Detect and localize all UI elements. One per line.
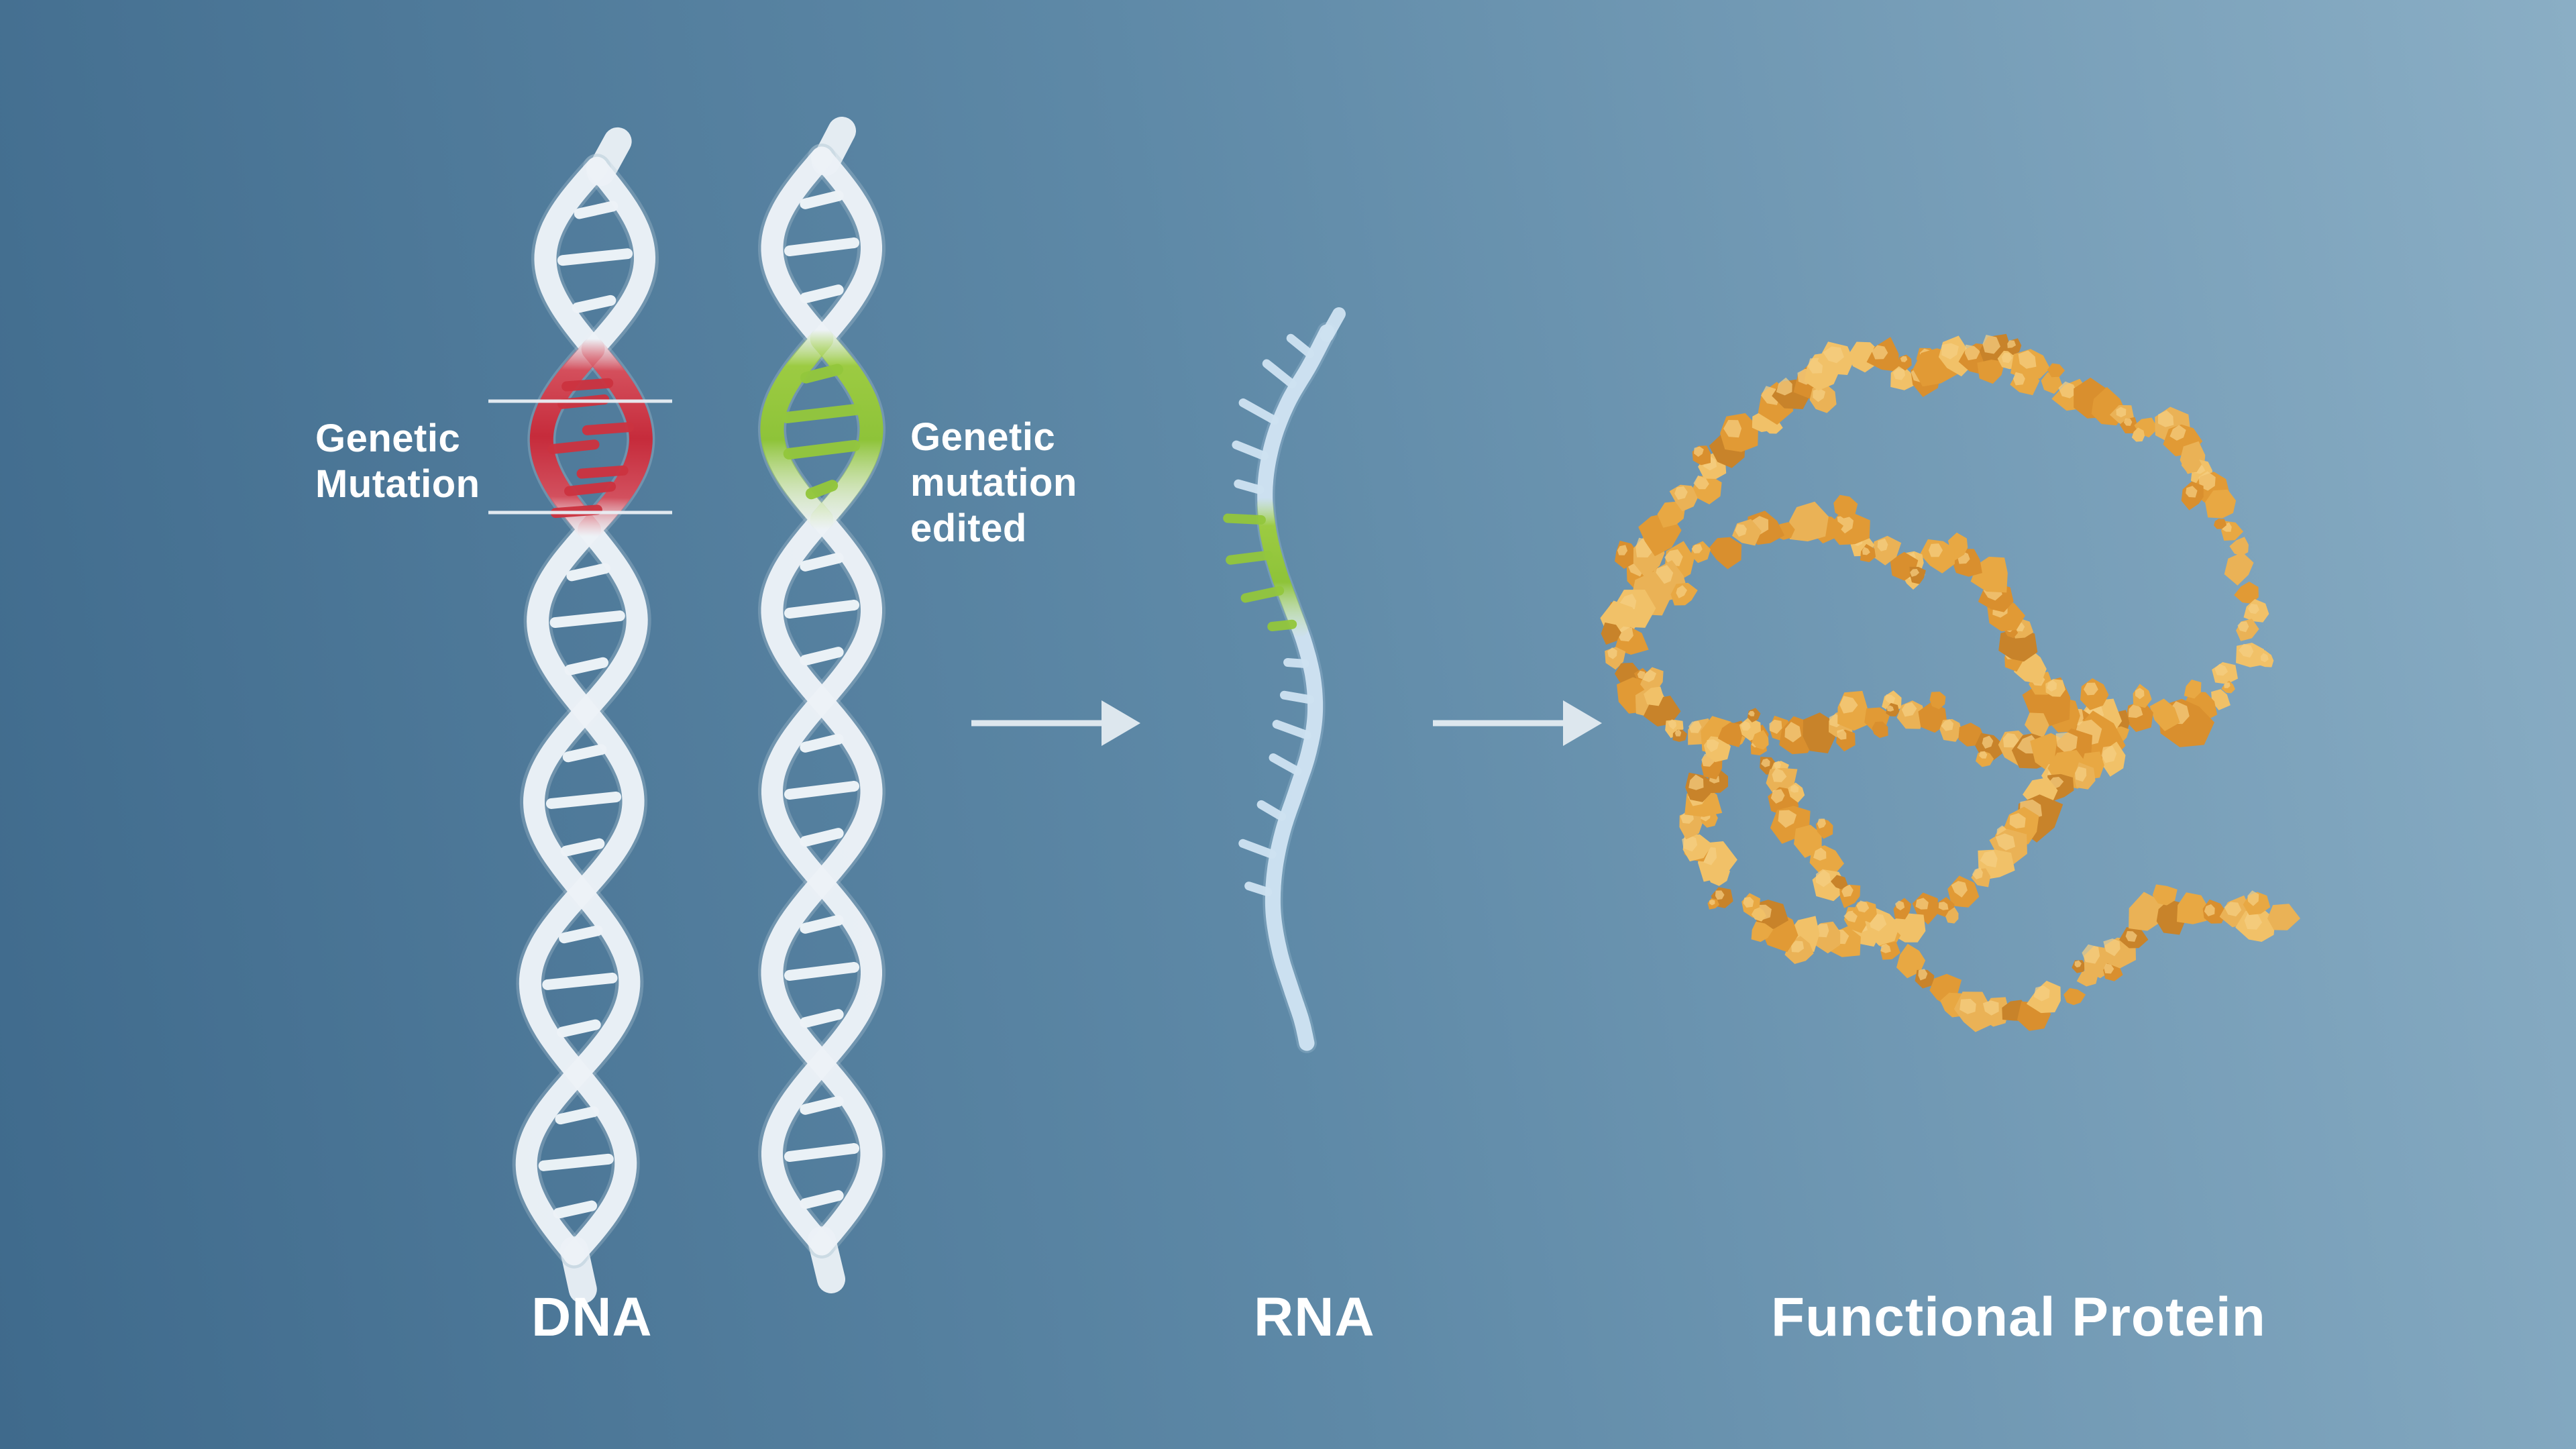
rna-strand [1223, 307, 1346, 1053]
dna-helix-with-mutation [512, 127, 659, 1304]
genetic-mutation-edited-line-3: edited [910, 506, 1027, 550]
genetic-mutation-line-2: Mutation [315, 462, 480, 506]
dna-label: DNA [531, 1287, 653, 1348]
genetic-mutation-label: Genetic Mutation [315, 416, 480, 507]
functional-protein-label: Functional Protein [1771, 1287, 2266, 1348]
arrow-dna-to-rna [971, 700, 1140, 746]
genetic-mutation-edited-line-1: Genetic [910, 415, 1056, 459]
genetic-mutation-edited-line-2: mutation [910, 461, 1077, 504]
rna-label: RNA [1254, 1287, 1375, 1348]
dna-helix-edited [758, 117, 885, 1293]
genetic-mutation-edited-label: Genetic mutation edited [910, 415, 1077, 551]
mutation-marker-lines [488, 399, 672, 515]
genetic-mutation-line-1: Genetic [315, 417, 461, 460]
protein-chain [1600, 333, 2300, 1032]
arrow-rna-to-protein [1433, 700, 1602, 746]
